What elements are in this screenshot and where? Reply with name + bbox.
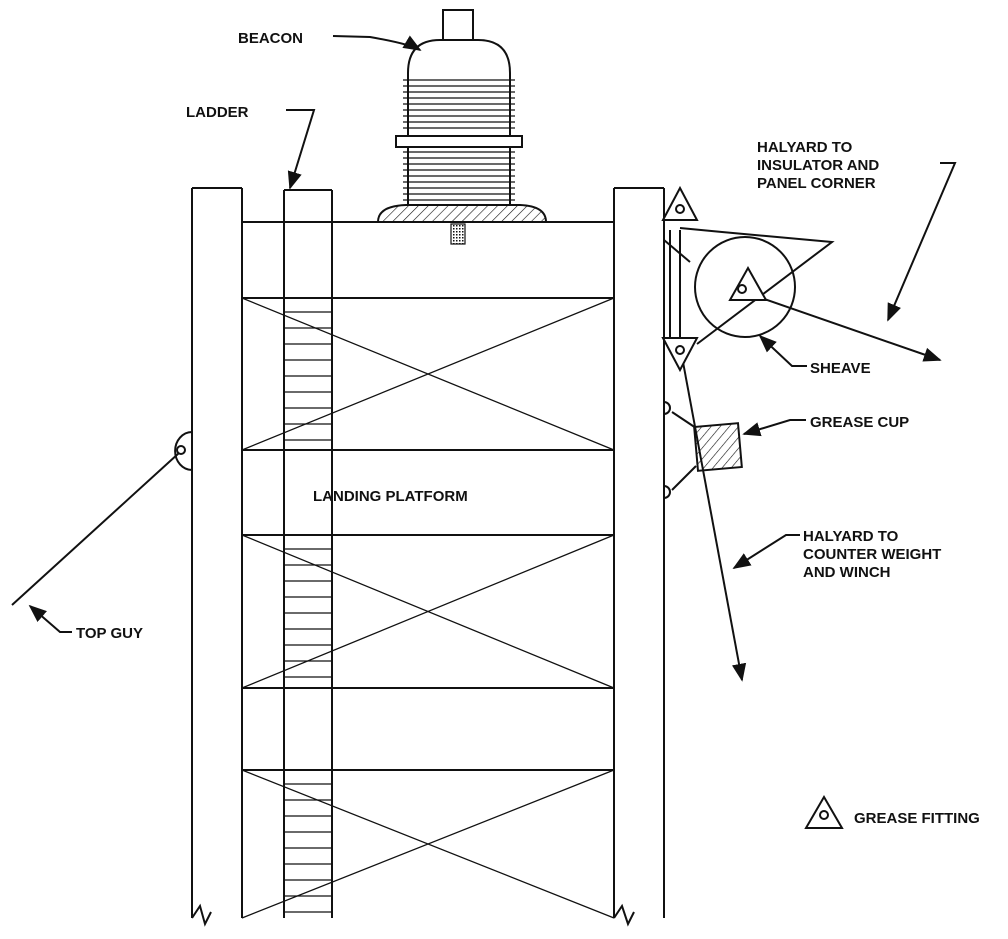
tower-crossbars: [242, 221, 614, 771]
ladder-label: LADDER: [186, 104, 249, 121]
halyard-insulator-label-line-2: INSULATOR AND: [757, 157, 879, 174]
ladder: [283, 189, 333, 918]
landing-platform-label: LANDING PLATFORM: [313, 488, 468, 505]
halyard-insulator-label-line-3: PANEL CORNER: [757, 175, 876, 192]
halyard-counterweight-label-line-2: COUNTER WEIGHT: [803, 546, 941, 563]
beacon-label: BEACON: [238, 30, 303, 47]
grease-fitting-legend-icon: [804, 795, 844, 829]
halyard-counterweight-label-line-1: HALYARD TO: [803, 528, 899, 545]
grease-cup: [663, 401, 743, 499]
sheave-label: SHEAVE: [810, 360, 871, 377]
sheave-assembly: [661, 185, 942, 682]
tower-leg-left: [191, 187, 243, 927]
leader-lines: [28, 35, 957, 633]
grease-fitting-legend-label: GREASE FITTING: [854, 810, 980, 827]
tower-bracing: [241, 297, 615, 919]
halyard-insulator-label-line-1: HALYARD TO: [757, 139, 853, 156]
tower-leg-right: [613, 187, 665, 927]
halyard-counterweight-label-line-3: AND WINCH: [803, 564, 891, 581]
grease-cup-label: GREASE CUP: [810, 414, 909, 431]
beacon: [376, 9, 548, 245]
top-guy-label: TOP GUY: [76, 625, 143, 642]
top-guy-bracket: [11, 431, 193, 606]
